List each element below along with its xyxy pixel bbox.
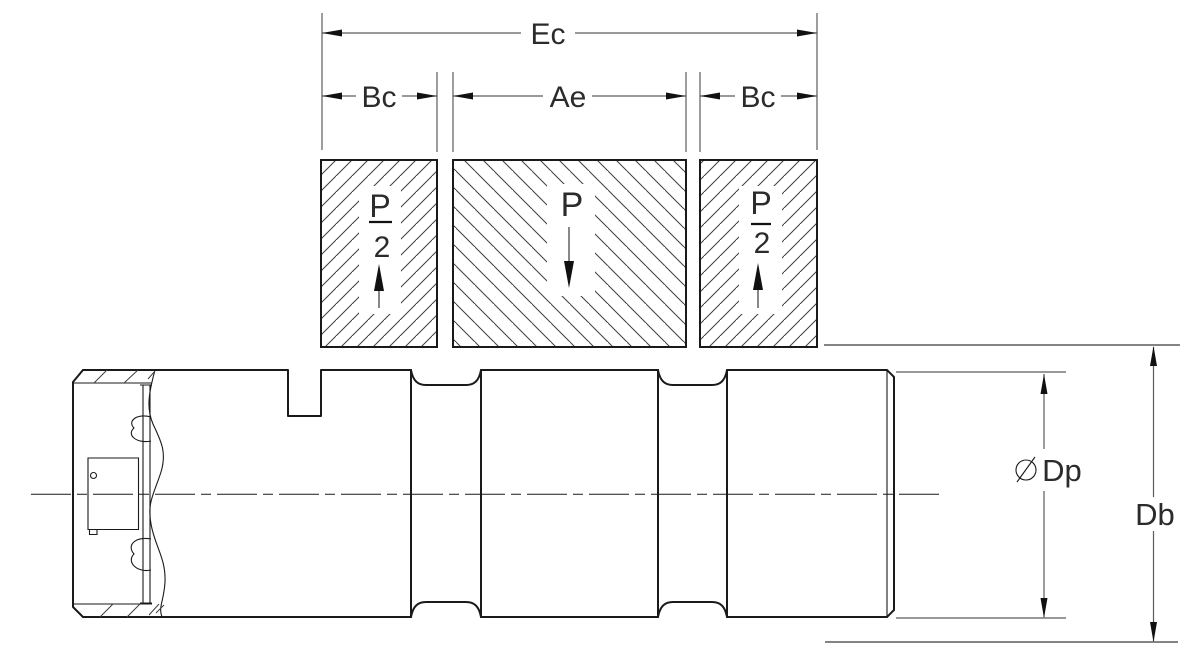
dim-arrow-left-icon xyxy=(322,29,342,37)
dimension-bc-right-label: Bc xyxy=(740,81,775,114)
dimension-bc-right: Bc xyxy=(700,81,817,114)
up-arrow-icon xyxy=(374,264,384,291)
dimension-dp: Dp xyxy=(896,371,1082,619)
relief-groove-2-top xyxy=(657,369,728,386)
dimension-extension-lines xyxy=(321,13,818,152)
relief-groove-1-top xyxy=(410,369,482,386)
locknut-block xyxy=(87,457,140,531)
up-arrow-icon xyxy=(753,263,763,290)
shaft-top-edge-keyway xyxy=(82,369,412,417)
dim-arrow-left-icon xyxy=(700,92,720,100)
locknut-tab xyxy=(88,529,98,536)
dim-arrow-down-icon xyxy=(1150,622,1157,642)
down-arrow-icon xyxy=(564,261,574,288)
load-left-denominator: 2 xyxy=(374,231,391,264)
end-cap-outer-edge xyxy=(72,369,84,618)
load-right-numerator: P xyxy=(750,185,771,221)
shaft-shoulder-lines xyxy=(410,369,728,618)
end-cap-bottom-rim-hatch xyxy=(99,603,141,618)
dimension-dp-label: Dp xyxy=(1042,453,1082,488)
load-block-right: P 2 xyxy=(699,159,818,348)
dimension-ae-label: Ae xyxy=(550,81,587,114)
dim-arrow-right-icon xyxy=(797,29,817,37)
dim-arrow-down-icon xyxy=(1040,598,1048,618)
dim-arrow-right-icon xyxy=(797,92,817,100)
load-block-center-label-backing xyxy=(547,184,595,296)
load-block-left: P 2 xyxy=(320,159,438,348)
locknut-hole xyxy=(89,471,98,480)
relief-groove-1-bottom xyxy=(410,601,482,618)
dimension-ec-label: Ec xyxy=(530,18,565,51)
load-left-numerator: P xyxy=(369,188,390,224)
dim-arrow-up-icon xyxy=(1150,346,1157,366)
load-center-label: P xyxy=(561,186,584,224)
shaft-end-cap xyxy=(72,369,166,618)
dim-arrow-up-icon xyxy=(1040,374,1048,394)
shaft-right-section xyxy=(726,369,895,618)
load-right-denominator: 2 xyxy=(754,227,771,260)
shaft-outline xyxy=(82,369,895,618)
end-cap-top-rim-hatch xyxy=(93,369,139,384)
diameter-symbol-icon xyxy=(1015,456,1037,483)
dim-arrow-right-icon xyxy=(666,92,686,100)
load-block-left-label-backing xyxy=(359,186,401,314)
load-block-center: P xyxy=(452,159,687,348)
break-line-wavy xyxy=(148,369,166,618)
dimension-bc-left-label: Bc xyxy=(361,81,396,114)
dim-arrow-left-icon xyxy=(453,92,473,100)
dimension-db-label: Db xyxy=(1135,497,1175,532)
dimension-bc-left: Bc xyxy=(322,81,437,114)
load-block-right-label-backing xyxy=(739,186,782,314)
dimension-ae: Ae xyxy=(453,81,686,114)
break-sliver-hatch xyxy=(147,370,165,616)
spline-lobe-top xyxy=(130,415,152,443)
dimension-db: Db xyxy=(824,344,1180,643)
dim-arrow-left-icon xyxy=(322,92,342,100)
spline-lobe-bottom xyxy=(130,537,152,572)
dim-arrow-right-icon xyxy=(417,92,437,100)
dimension-ec: Ec xyxy=(322,18,817,51)
relief-groove-2-bottom xyxy=(657,601,728,618)
